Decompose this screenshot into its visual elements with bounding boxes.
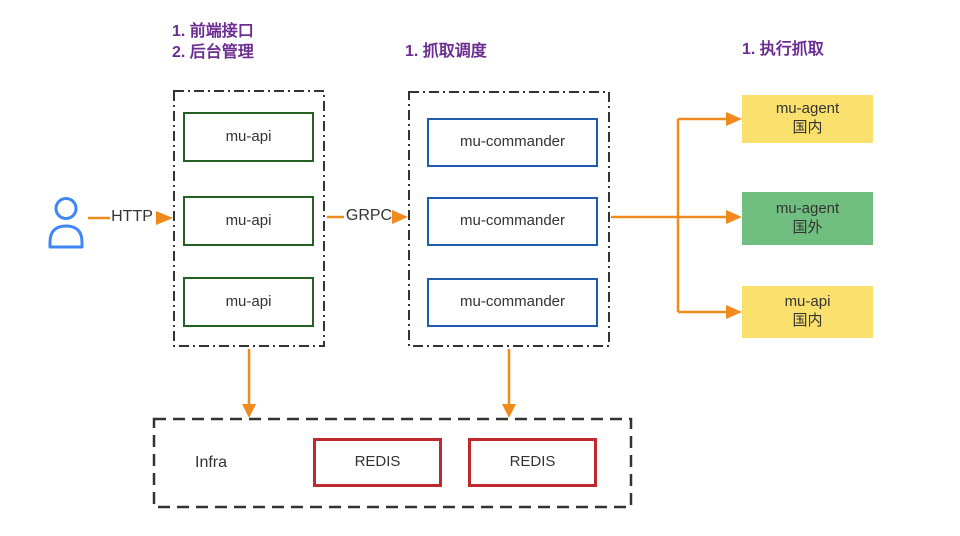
- infra-label: Infra: [195, 454, 228, 471]
- agent-node-overseas-region: 国外: [792, 218, 823, 236]
- api-node-domestic: mu-api 国内: [742, 286, 873, 338]
- agent-node-domestic-name: mu-agent: [775, 100, 840, 118]
- agent-section-title: 1. 执行抓取: [742, 41, 824, 58]
- agent-node-overseas-name: mu-agent: [775, 199, 840, 217]
- agent-node-domestic-region: 国内: [792, 119, 823, 136]
- grpc-arrowhead: [392, 210, 408, 224]
- grpc-label: GRPC: [345, 207, 393, 224]
- http-label: HTTP: [111, 208, 153, 225]
- agent-node-domestic: mu-agent 国内: [742, 95, 873, 143]
- commander-cluster-title: 1. 抓取调度: [405, 43, 487, 60]
- fanout-top-arrowhead: [726, 112, 742, 126]
- api-node-domestic-name: mu-api: [784, 293, 831, 311]
- redis-node-2: REDIS: [468, 438, 597, 487]
- api-cluster-title-line1: 1. 前端接口: [172, 23, 254, 40]
- redis-node-1: REDIS: [313, 438, 442, 487]
- api-node-domestic-region: 国内: [792, 312, 823, 329]
- user-icon: [48, 197, 84, 249]
- mu-api-node-1: mu-api: [183, 112, 314, 162]
- fanout-bottom-arrowhead: [726, 305, 742, 319]
- api-cluster-title: 1. 前端接口 2. 后台管理: [172, 21, 254, 63]
- http-arrowhead: [156, 211, 173, 225]
- mu-commander-node-1: mu-commander: [427, 118, 598, 167]
- api-cluster-title-line2: 2. 后台管理: [172, 44, 254, 61]
- mu-api-node-3: mu-api: [183, 277, 314, 327]
- commander-to-infra-arrowhead: [502, 404, 516, 418]
- agent-node-overseas: mu-agent 国外: [742, 192, 873, 245]
- mu-commander-node-3: mu-commander: [427, 278, 598, 327]
- mu-api-node-2: mu-api: [183, 196, 314, 246]
- api-to-infra-arrowhead: [242, 404, 256, 418]
- mu-commander-node-2: mu-commander: [427, 197, 598, 246]
- fanout-middle-arrowhead: [726, 210, 742, 224]
